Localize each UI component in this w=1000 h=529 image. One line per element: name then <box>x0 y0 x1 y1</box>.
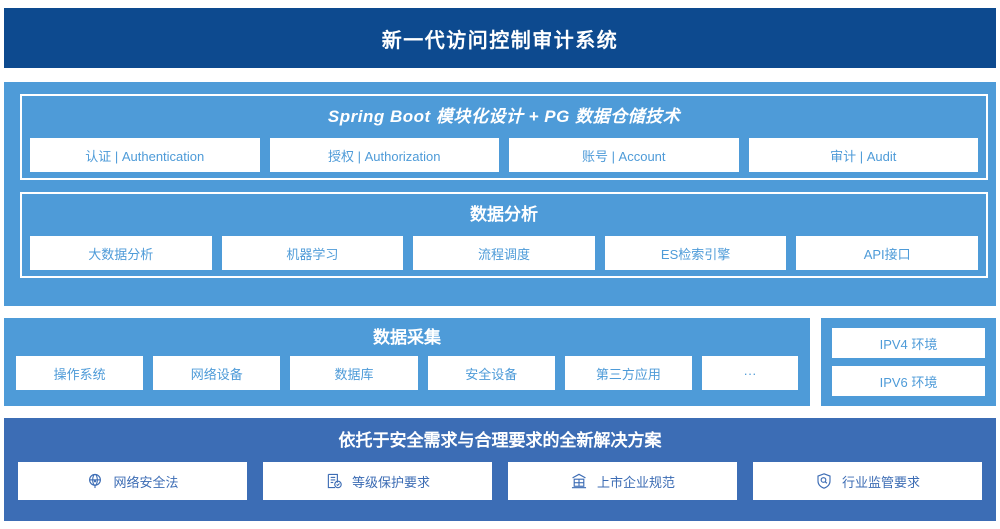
document-check-icon <box>325 472 343 490</box>
analysis-chip-api[interactable]: API接口 <box>796 236 978 270</box>
solution-chip-label: 行业监管要求 <box>841 474 920 490</box>
collection-chip-database[interactable]: 数据库 <box>290 356 418 390</box>
solution-chip-cybersecurity-law[interactable]: 网络安全法 <box>18 462 247 500</box>
collection-band: 数据采集 操作系统 网络设备 数据库 安全设备 第三方应用 ··· <box>4 318 810 406</box>
bank-icon <box>570 472 588 490</box>
springboot-panel-title: Spring Boot 模块化设计 + PG 数据仓储技术 <box>327 107 681 126</box>
analysis-chip-workflow[interactable]: 流程调度 <box>413 236 595 270</box>
analysis-panel: 数据分析 大数据分析 机器学习 流程调度 ES检索引擎 API接口 <box>20 192 988 278</box>
solution-chip-classified-protection[interactable]: 等级保护要求 <box>263 462 492 500</box>
platform-chip-authorization[interactable]: 授权 | Authorization <box>269 138 499 172</box>
ip-chip-ipv6[interactable]: IPV6 环境 <box>832 366 985 396</box>
solution-chip-industry-regulation[interactable]: 行业监管要求 <box>753 462 982 500</box>
page-title: 新一代访问控制审计系统 <box>381 29 619 52</box>
analysis-chip-machine-learning[interactable]: 机器学习 <box>221 236 404 270</box>
collection-title: 数据采集 <box>373 328 441 347</box>
solution-title: 依托于安全需求与合理要求的全新解决方案 <box>338 431 662 450</box>
ip-chip-ipv4[interactable]: IPV4 环境 <box>832 328 985 358</box>
solution-chip-label: 网络安全法 <box>113 474 179 490</box>
header-bar: 新一代访问控制审计系统 <box>4 8 996 68</box>
ip-environment-band: IPV4 环境 IPV6 环境 <box>821 318 996 406</box>
platform-chip-audit[interactable]: 审计 | Audit <box>748 138 978 172</box>
platform-band: Spring Boot 模块化设计 + PG 数据仓储技术 认证 | Authe… <box>4 82 996 306</box>
solution-chip-label: 上市企业规范 <box>596 474 675 490</box>
solution-chip-listed-company-norms[interactable]: 上市企业规范 <box>508 462 737 500</box>
globe-icon <box>86 472 104 490</box>
springboot-panel: Spring Boot 模块化设计 + PG 数据仓储技术 认证 | Authe… <box>20 94 988 180</box>
shield-search-icon <box>815 472 833 490</box>
collection-chip-os[interactable]: 操作系统 <box>16 356 144 390</box>
collection-chip-security-device[interactable]: 安全设备 <box>427 356 555 390</box>
collection-chip-network-device[interactable]: 网络设备 <box>153 356 281 390</box>
platform-chip-authentication[interactable]: 认证 | Authentication <box>30 138 260 172</box>
solution-chip-label: 等级保护要求 <box>351 474 430 490</box>
analysis-panel-title: 数据分析 <box>470 205 538 224</box>
analysis-chip-bigdata[interactable]: 大数据分析 <box>30 236 212 270</box>
collection-chip-third-party-app[interactable]: 第三方应用 <box>564 356 693 390</box>
platform-chip-account[interactable]: 账号 | Account <box>509 138 739 172</box>
solution-band: 依托于安全需求与合理要求的全新解决方案 网络安全法 <box>4 418 996 521</box>
analysis-chip-es-engine[interactable]: ES检索引擎 <box>604 236 787 270</box>
collection-chip-more[interactable]: ··· <box>702 356 799 390</box>
